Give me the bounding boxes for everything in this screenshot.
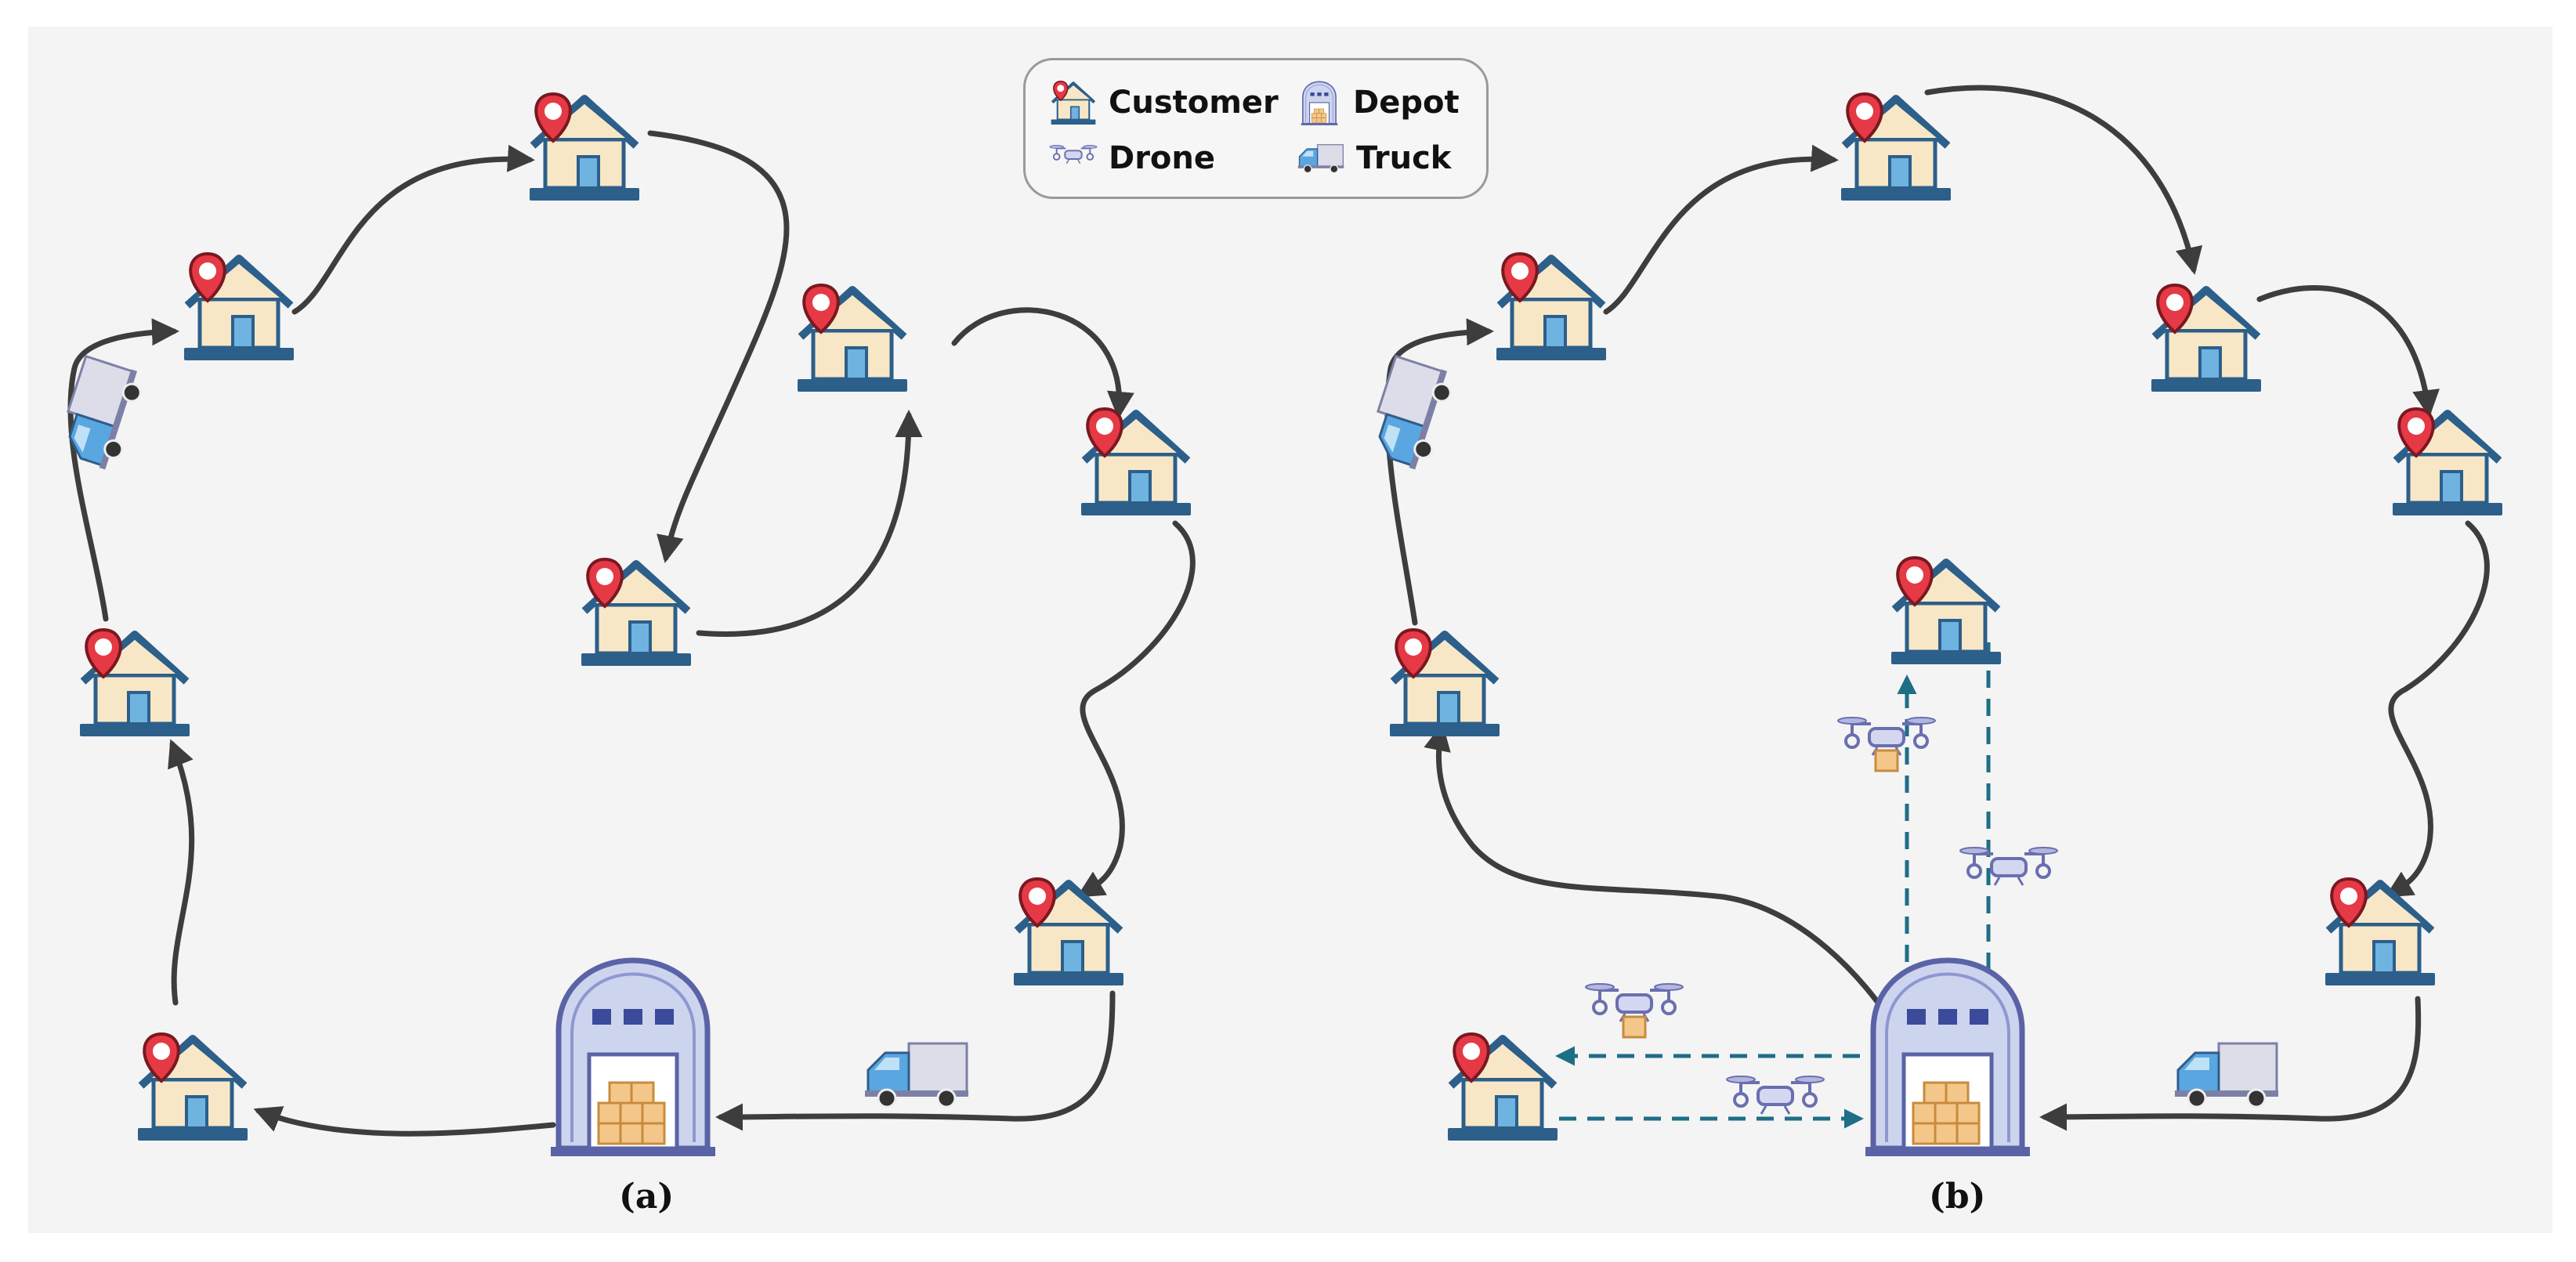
customer-icon (80, 630, 190, 736)
legend-label-customer: Customer (1109, 85, 1279, 121)
drone-icon (1838, 718, 1935, 771)
customer-icon (2393, 409, 2502, 515)
customer-icon (798, 285, 907, 392)
depot-icon (551, 960, 715, 1156)
panel-b-nodes (1363, 94, 2502, 1156)
customer-icon (1390, 630, 1500, 736)
legend-item-customer: Customer (1049, 79, 1279, 126)
customer-icon (138, 1034, 248, 1141)
legend-label-drone: Drone (1109, 140, 1216, 176)
panel-b-drone-routes (1555, 642, 1999, 1129)
truck-icon (1363, 353, 1458, 474)
truck-icon (863, 1042, 970, 1108)
legend-item-depot: Depot (1297, 79, 1460, 126)
drone-icon (1049, 144, 1098, 165)
customer-icon (1841, 94, 1951, 201)
legend-item-truck: Truck (1297, 139, 1451, 178)
customer-icon (530, 94, 639, 201)
panel-a-nodes (53, 94, 1191, 1156)
customer-icon (1049, 79, 1098, 126)
legend-label-depot: Depot (1353, 85, 1460, 121)
panel-a-label: (a) (619, 1177, 675, 1217)
customer-icon (184, 254, 294, 360)
depot-icon (1865, 960, 2030, 1156)
panel-a-truck-route (67, 130, 1196, 1137)
drone-icon (1725, 1075, 1825, 1116)
legend: Customer Depot Drone Truck (1023, 58, 1489, 199)
customer-icon (1891, 558, 2001, 664)
drone-icon (1586, 984, 1683, 1037)
customer-icon (1081, 409, 1191, 515)
legend-label-truck: Truck (1356, 140, 1452, 176)
panel-b-label: (b) (1929, 1177, 1986, 1217)
drone-icon (1959, 846, 2059, 887)
customer-icon (1496, 254, 1606, 360)
customer-icon (2151, 285, 2261, 392)
truck-icon (1297, 144, 1344, 174)
legend-item-drone: Drone (1049, 139, 1215, 178)
customer-icon (2325, 879, 2435, 985)
customer-icon (1014, 879, 1123, 985)
truck-icon (2173, 1042, 2280, 1108)
customer-icon (1448, 1034, 1558, 1141)
depot-icon (1300, 81, 1339, 126)
customer-icon (581, 559, 691, 666)
